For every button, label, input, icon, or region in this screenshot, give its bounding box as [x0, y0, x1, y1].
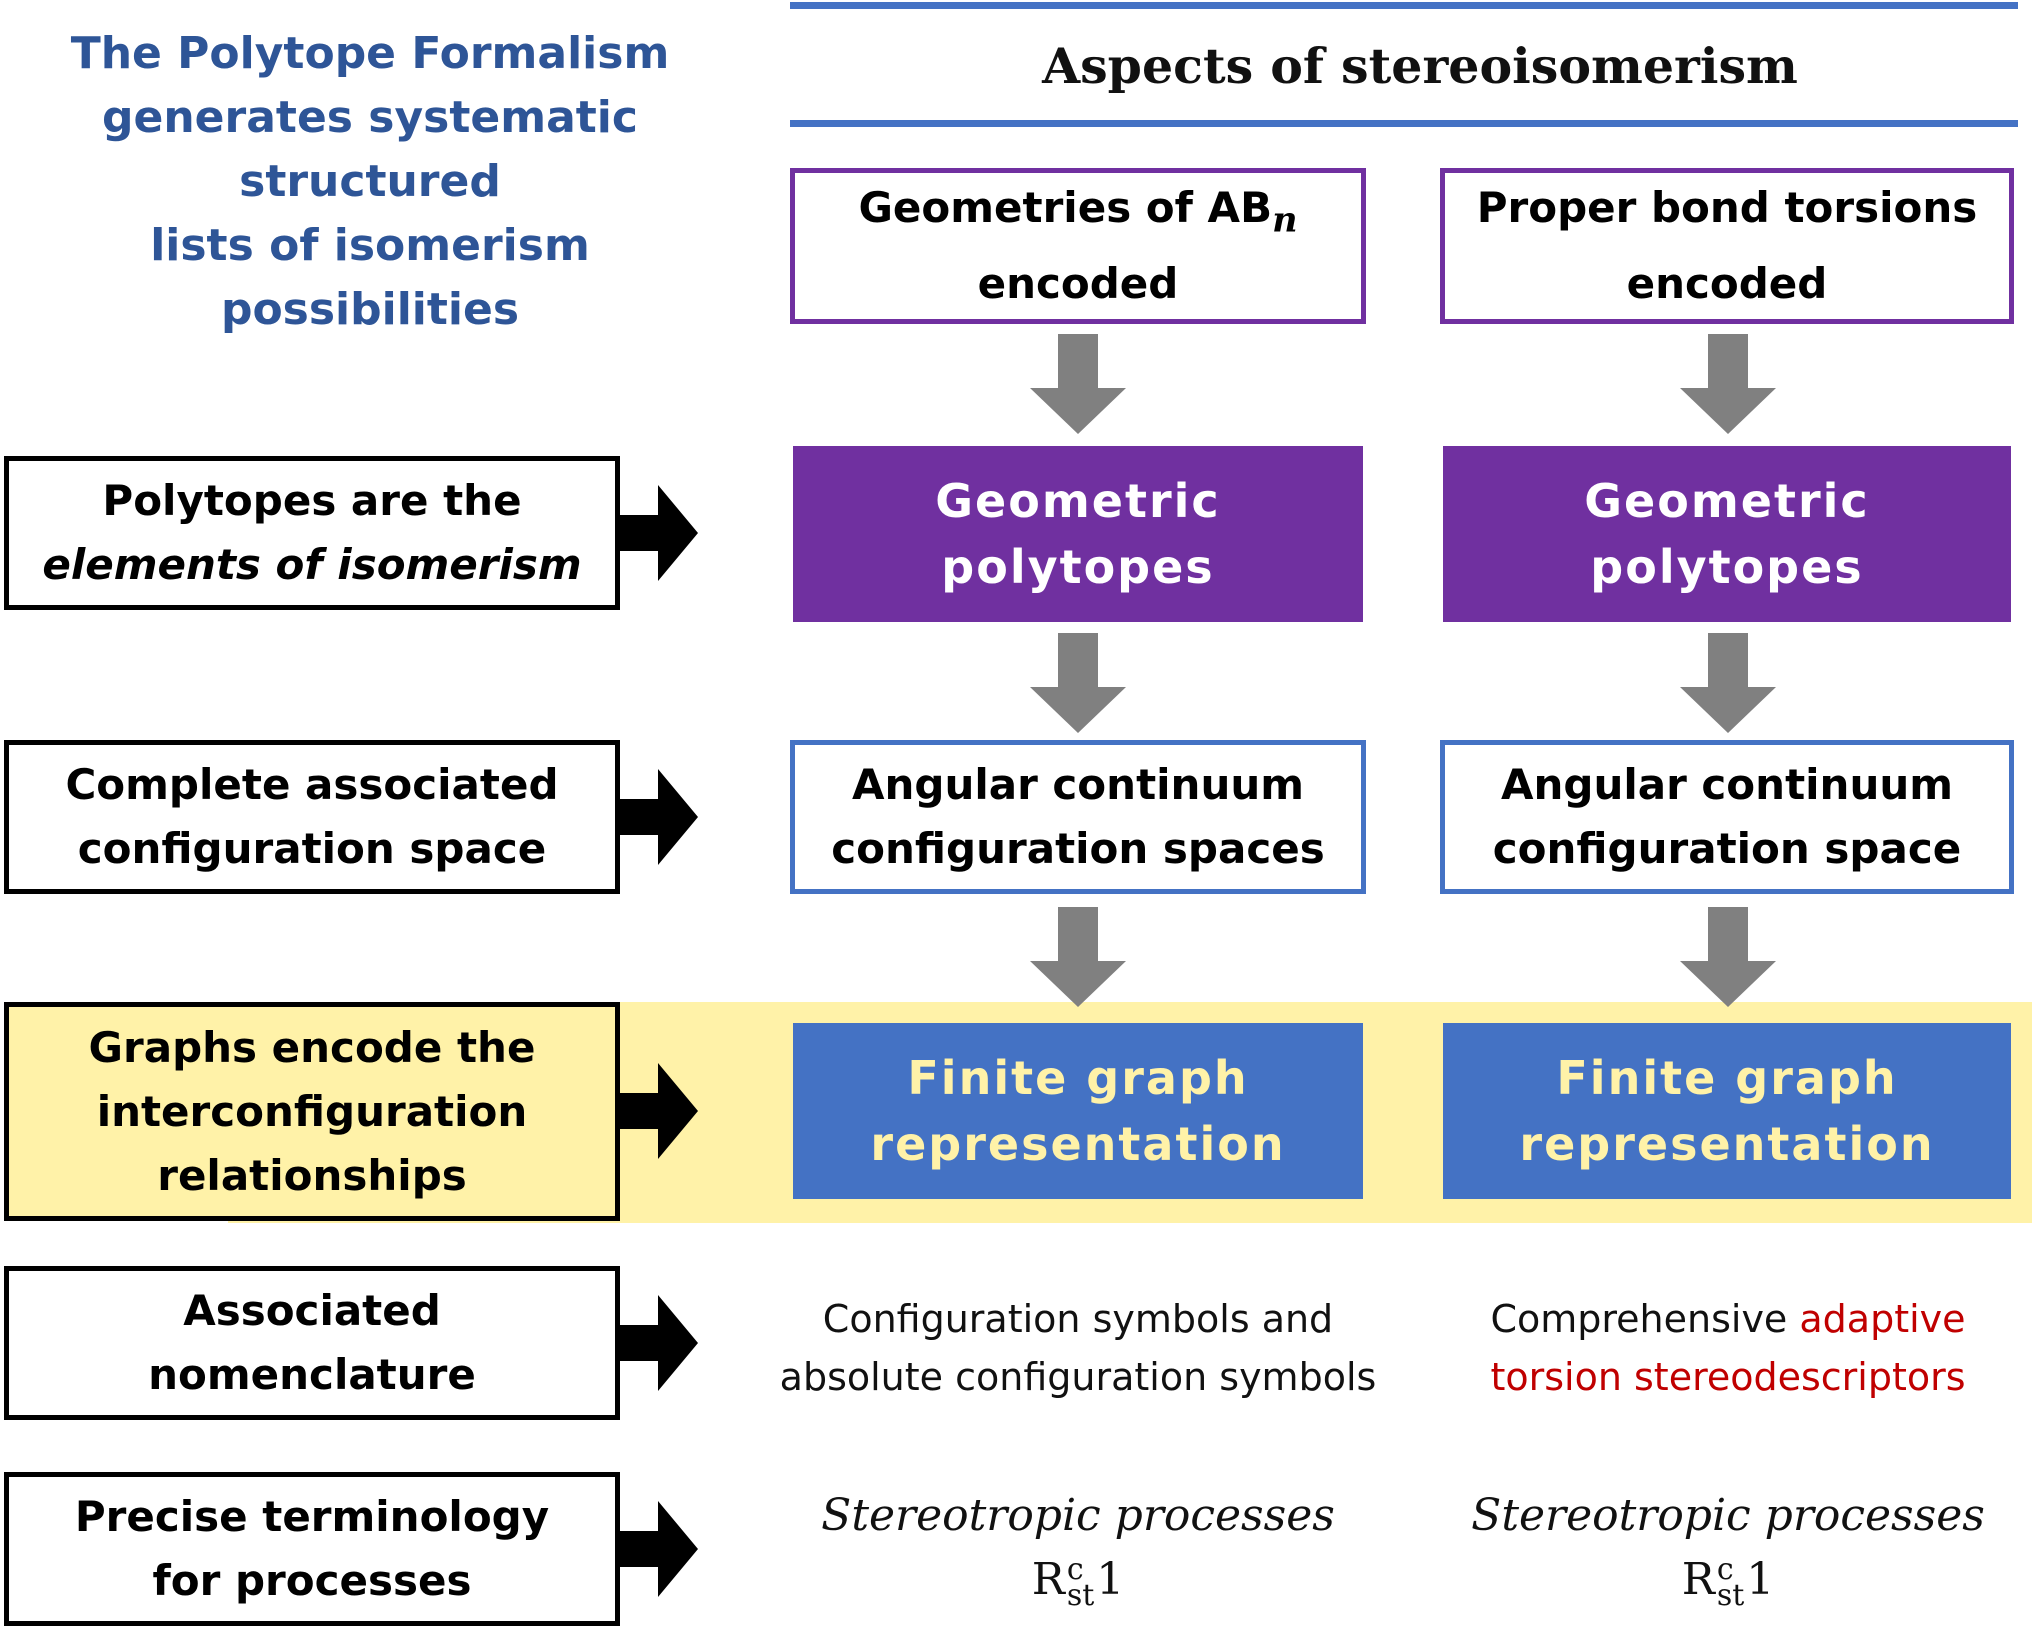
gray-down-arrow-icon — [1030, 334, 1126, 434]
nomenclature-line: absolute configuration symbols — [779, 1355, 1377, 1399]
black-arrow-icon — [620, 1501, 698, 1597]
left-box-line: relationships — [157, 1150, 467, 1200]
graph-line: Finite graph — [907, 1051, 1249, 1105]
left-box-graphs: Graphs encode the interconfiguration rel… — [4, 1002, 620, 1221]
left-box-line: Polytopes are the — [102, 476, 522, 525]
polytopes-line: Geometric — [1584, 474, 1870, 528]
process-title: Stereotropic processes — [821, 1490, 1335, 1541]
black-arrow-icon — [620, 769, 698, 865]
left-box-line: Precise terminology — [74, 1492, 550, 1541]
left-box-elements: Polytopes are the elements of isomerism — [4, 456, 620, 610]
gray-down-arrow-icon — [1030, 907, 1126, 1007]
gray-down-arrow-icon — [1030, 633, 1126, 733]
header-line: encoded — [977, 259, 1179, 309]
left-box-line: configuration space — [77, 824, 547, 873]
left-box-line: for processes — [152, 1556, 472, 1605]
aspects-title: Aspects of stereoisomerism — [1042, 37, 1798, 95]
gray-down-arrow-icon — [1680, 907, 1776, 1007]
gray-down-arrow-icon — [1680, 334, 1776, 434]
intro-line: lists of isomerism possibilities — [150, 220, 590, 335]
config-line: Angular continuum — [1500, 760, 1954, 809]
left-box-nomenclature: Associated nomenclature — [4, 1266, 620, 1420]
polytopes-line: polytopes — [1590, 540, 1864, 594]
graph-box: Finite graph representation — [1443, 1023, 2011, 1199]
top-rule — [790, 2, 2018, 9]
config-space-box: Angular continuum configuration space — [1440, 740, 2014, 894]
graph-line: representation — [1519, 1117, 1935, 1171]
left-box-terminology: Precise terminology for processes — [4, 1472, 620, 1626]
left-box-line: Graphs encode the — [88, 1022, 536, 1072]
polytopes-box: Geometric polytopes — [1443, 446, 2011, 622]
left-box-line: Complete associated — [65, 760, 559, 809]
left-box-line: nomenclature — [148, 1350, 476, 1399]
nomenclature-text: Configuration symbols and absolute confi… — [762, 1286, 1394, 1410]
intro-text: The Polytope Formalism generates systema… — [0, 22, 740, 342]
graph-line: Finite graph — [1556, 1051, 1898, 1105]
black-arrow-icon — [620, 1295, 698, 1391]
black-arrow-icon — [620, 485, 698, 581]
config-space-box: Angular continuum configuration spaces — [790, 740, 1366, 894]
left-box-line: interconfiguration — [96, 1086, 528, 1136]
nomenclature-line: torsion stereodescriptors — [1490, 1355, 1966, 1399]
gray-down-arrow-icon — [1680, 633, 1776, 733]
left-box-line: elements of isomerism — [42, 540, 582, 589]
config-line: configuration space — [1492, 824, 1962, 873]
bottom-rule — [790, 120, 2018, 127]
graph-line: representation — [870, 1117, 1286, 1171]
polytopes-line: polytopes — [941, 540, 1215, 594]
header-line: Geometries of ABn — [858, 182, 1298, 241]
polytopes-box: Geometric polytopes — [793, 446, 1363, 622]
left-box-line: Associated — [183, 1286, 441, 1335]
config-line: configuration spaces — [831, 824, 1325, 873]
column-header-box: Proper bond torsions encoded — [1440, 168, 2014, 324]
black-arrow-icon — [620, 1063, 698, 1159]
header-line: encoded — [1626, 259, 1828, 309]
header-line: Proper bond torsions — [1476, 182, 1978, 232]
nomenclature-line: Comprehensive adaptive — [1490, 1297, 1966, 1341]
graph-box: Finite graph representation — [793, 1023, 1363, 1199]
polytopes-line: Geometric — [935, 474, 1221, 528]
intro-line: generates systematic structured — [102, 92, 638, 207]
left-box-config-space: Complete associated configuration space — [4, 740, 620, 894]
column-header-box: Geometries of ABn encoded — [790, 168, 1366, 324]
config-line: Angular continuum — [851, 760, 1305, 809]
process-title: Stereotropic processes — [1471, 1490, 1985, 1541]
nomenclature-text: Comprehensive adaptive torsion stereodes… — [1412, 1286, 2032, 1410]
intro-line: The Polytope Formalism — [70, 28, 670, 79]
nomenclature-line: Configuration symbols and — [822, 1297, 1334, 1341]
